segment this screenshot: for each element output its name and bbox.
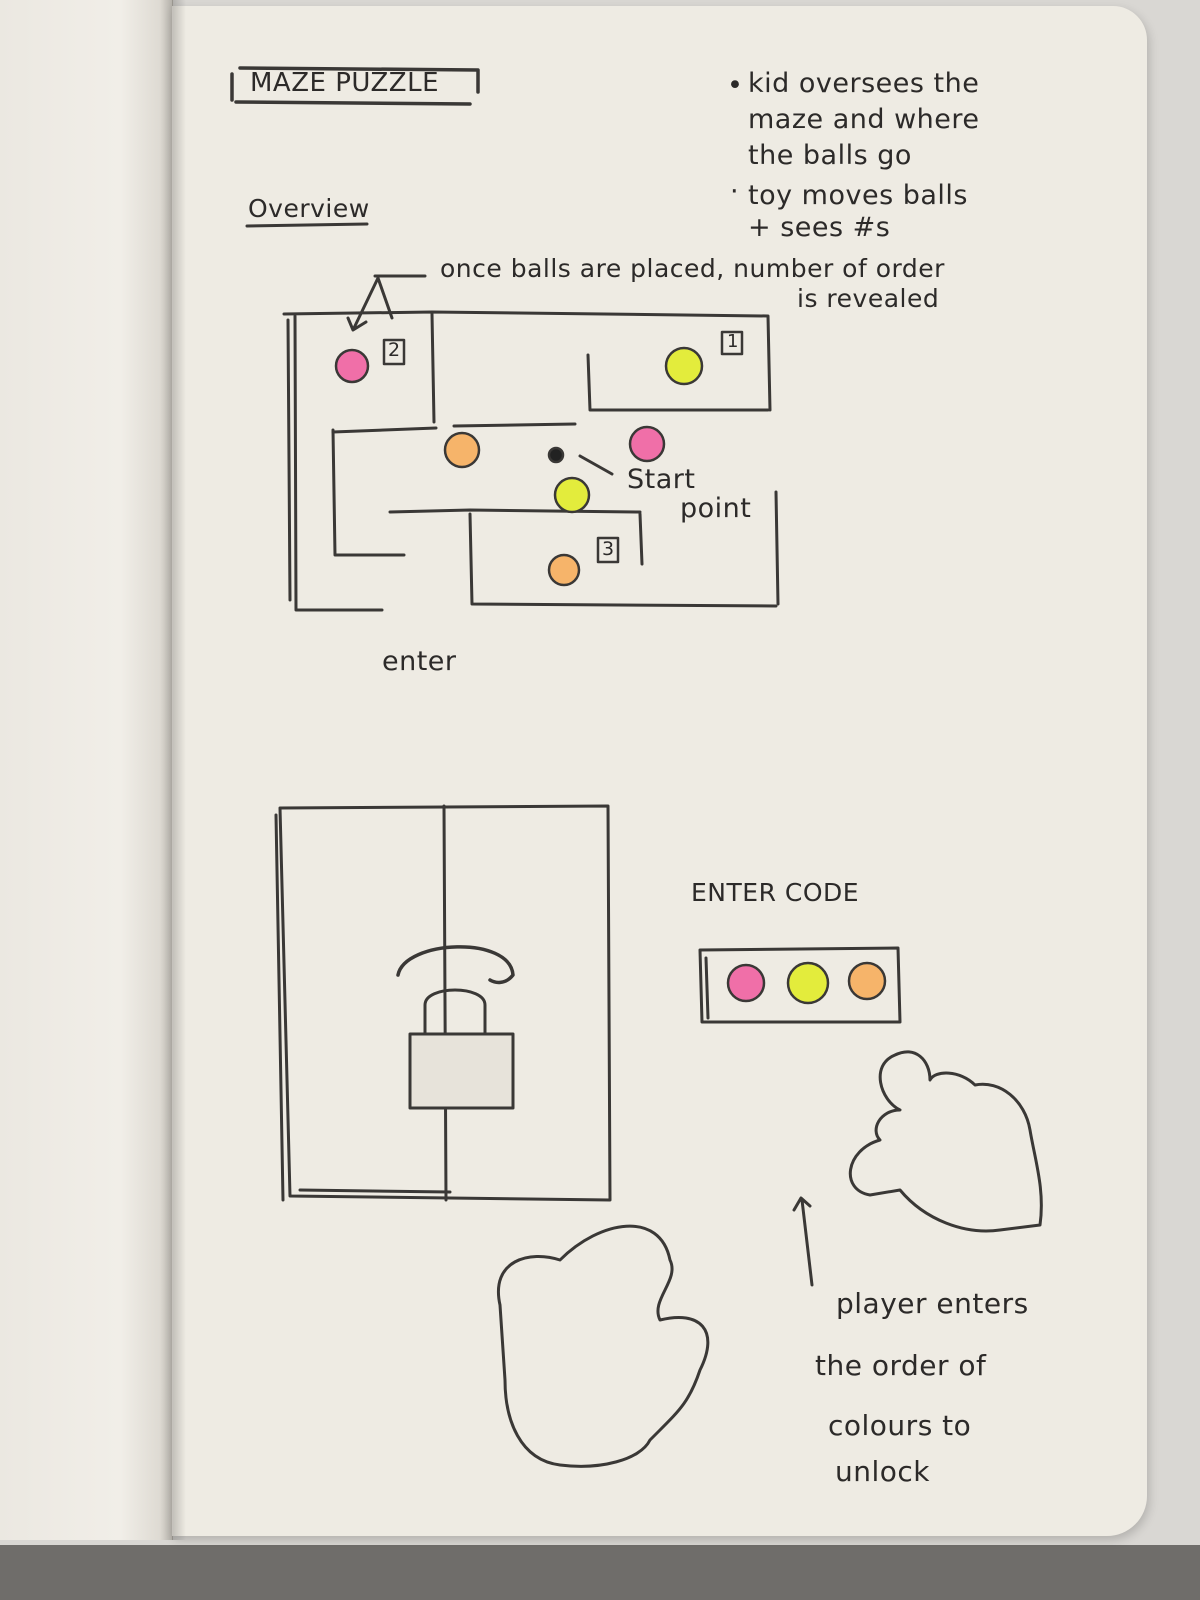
bullet-marker-2: · xyxy=(730,176,740,207)
maze-ball-yellow-2 xyxy=(553,476,591,514)
start-pointer xyxy=(578,454,614,476)
maze-ball-pink-2 xyxy=(628,425,666,463)
order-number-1: 1 xyxy=(727,331,739,352)
order-box-3 xyxy=(596,536,620,564)
callout-arrow xyxy=(346,274,427,332)
hand-bottom-icon xyxy=(496,1224,710,1468)
right-notebook-page xyxy=(172,6,1147,1536)
maze-ball-yellow-1 xyxy=(664,346,704,386)
order-number-2: 2 xyxy=(388,339,401,361)
order-box-2 xyxy=(382,338,406,366)
order-box-1 xyxy=(720,330,744,356)
code-panel-heading: ENTER CODE xyxy=(691,878,860,907)
bullet-1-line-2: maze and where xyxy=(748,104,980,135)
bullet-marker-1: • xyxy=(727,70,744,101)
player-note-line-1: player enters xyxy=(836,1287,1029,1320)
title-box xyxy=(230,66,480,106)
callout-line-1: once balls are placed, number of order xyxy=(440,254,945,283)
bullet-2-line-1: toy moves balls xyxy=(748,180,968,211)
start-point-dot xyxy=(547,446,565,464)
padlock-icon xyxy=(396,945,515,1110)
notebook-spine xyxy=(160,0,186,1540)
bullet-2-line-2: + sees #s xyxy=(748,212,891,243)
table-surface xyxy=(0,1545,1200,1600)
enter-label: enter xyxy=(382,646,457,677)
start-label-line-1: Start xyxy=(627,464,696,495)
maze-ball-orange-2 xyxy=(547,553,581,587)
left-notebook-page xyxy=(0,0,173,1540)
code-ball-orange xyxy=(847,961,887,1001)
start-label-line-2: point xyxy=(680,493,752,524)
player-note-line-3: colours to xyxy=(828,1409,972,1442)
callout-line-2: is revealed xyxy=(797,284,940,313)
overview-underline xyxy=(245,222,369,228)
hand-right-icon xyxy=(848,1050,1043,1233)
door xyxy=(274,804,612,1202)
maze-ball-orange-1 xyxy=(443,431,481,469)
maze-ball-pink-1 xyxy=(334,348,370,384)
overview-heading: Overview xyxy=(248,194,370,223)
player-note-line-4: unlock xyxy=(835,1455,931,1488)
bullet-1-line-1: kid oversees the xyxy=(748,68,980,99)
code-ball-yellow xyxy=(786,961,830,1005)
player-arrow xyxy=(792,1196,814,1287)
order-number-3: 3 xyxy=(602,538,615,560)
player-note-line-2: the order of xyxy=(815,1349,987,1382)
code-ball-pink xyxy=(726,963,766,1003)
page-title: MAZE PUZZLE xyxy=(250,68,440,98)
bullet-1-line-3: the balls go xyxy=(748,140,912,171)
maze-walls xyxy=(282,310,780,612)
code-panel-box xyxy=(698,946,902,1024)
